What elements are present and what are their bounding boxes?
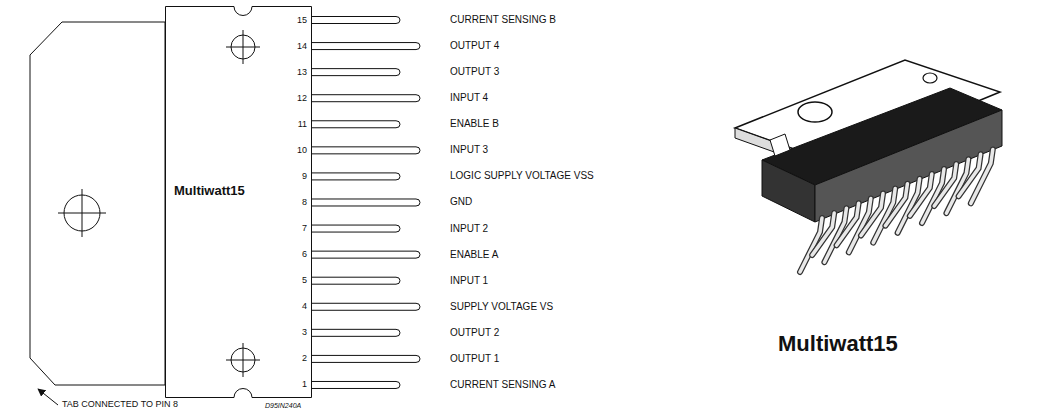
pin-name: CURRENT SENSING B (450, 15, 556, 25)
body-outline (165, 6, 312, 398)
pin-number: 6 (302, 250, 307, 259)
pin-lead (312, 225, 400, 232)
tab-crosshair (58, 189, 106, 237)
pin-number: 1 (302, 380, 307, 389)
pin-number: 8 (302, 198, 307, 207)
pin-lead (312, 95, 420, 102)
pin-name: INPUT 3 (450, 145, 488, 155)
pin-lead (312, 69, 400, 76)
caption: Multiwatt15 (778, 333, 898, 355)
pin-name: LOGIC SUPPLY VOLTAGE VSS (450, 171, 594, 181)
pin-lead (312, 43, 420, 50)
pin-name: INPUT 2 (450, 224, 488, 234)
pin-lead (312, 199, 420, 206)
pin-name: OUTPUT 4 (450, 41, 499, 51)
pin-number: 7 (302, 224, 307, 233)
pin-name: INPUT 4 (450, 93, 488, 103)
pin-name: OUTPUT 1 (450, 354, 499, 364)
pin-3d (971, 149, 993, 203)
pin-name: CURRENT SENSING A (450, 380, 555, 390)
heat-tab (30, 22, 165, 385)
pin-name: INPUT 1 (450, 276, 488, 286)
package-body: Multiwatt15 (165, 6, 312, 398)
pin-name: OUTPUT 3 (450, 67, 499, 77)
pin-number: 10 (297, 146, 307, 155)
pin-lead (312, 277, 400, 284)
package-3d-view (735, 60, 1002, 272)
pin-3d-face (971, 149, 993, 203)
body-crosshair (226, 343, 260, 377)
pin-number: 15 (297, 16, 307, 25)
pin-lead (312, 303, 420, 310)
pin-lead (312, 381, 400, 388)
pin-name: SUPPLY VOLTAGE VS (450, 302, 553, 312)
pin-number: 9 (302, 172, 307, 181)
pin-leads (312, 17, 420, 389)
body-crosshair (226, 30, 260, 64)
drawing-code: D95IN240A (265, 402, 301, 409)
pin-number: 12 (297, 94, 307, 103)
pin-number: 4 (302, 302, 307, 311)
tab-note: TAB CONNECTED TO PIN 8 (62, 400, 178, 409)
pin-number: 3 (302, 328, 307, 337)
pin-lead (312, 329, 400, 336)
pin-lead (312, 173, 400, 180)
package-name: Multiwatt15 (174, 184, 245, 197)
pin-name: ENABLE B (450, 119, 499, 129)
pin-number: 11 (298, 120, 307, 129)
pin-number: 14 (297, 42, 307, 51)
pin-number: 2 (302, 354, 307, 363)
body-outline-path (166, 7, 312, 398)
pin-number: 13 (297, 68, 307, 77)
pin-name: GND (450, 197, 472, 207)
pin-lead (312, 121, 400, 128)
pin-lead (312, 147, 420, 154)
tab-pointer (38, 389, 58, 405)
pin-lead (312, 355, 420, 362)
pin-lead (312, 251, 420, 258)
pin-name: ENABLE A (450, 250, 498, 260)
pin-lead (312, 17, 400, 24)
pin-name: OUTPUT 2 (450, 328, 499, 338)
pin-number: 5 (302, 276, 307, 285)
